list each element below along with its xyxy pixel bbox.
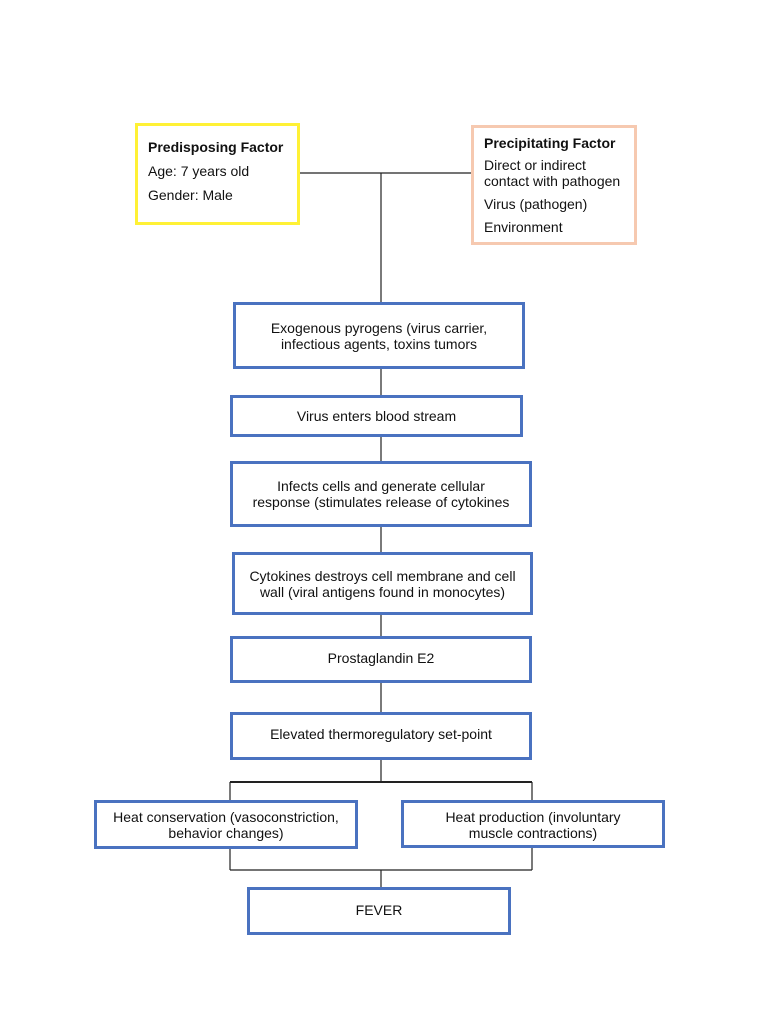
precipitating-factor-contact: Direct or indirect contact with pathogen — [484, 157, 621, 189]
fever-text: FEVER — [355, 902, 403, 918]
prostaglandin-text: Prostaglandin E2 — [327, 650, 435, 666]
precipitating-factor-box: Precipitating Factor Direct or indirect … — [471, 125, 637, 245]
elevated-setpoint-text: Elevated thermoregulatory set-point — [270, 726, 492, 742]
precipitating-factor-virus: Virus (pathogen) — [484, 196, 588, 212]
heat-conservation-text: Heat conservation (vasoconstriction, beh… — [113, 809, 339, 841]
infects-cells-box: Infects cells and generate cellular resp… — [230, 461, 532, 527]
predisposing-factor-gender: Gender: Male — [148, 187, 233, 203]
predisposing-factor-title: Predisposing Factor — [148, 139, 284, 155]
predisposing-factor-age: Age: 7 years old — [148, 163, 250, 179]
precipitating-factor-environment: Environment — [484, 219, 563, 235]
cytokines-text: Cytokines destroys cell membrane and cel… — [249, 567, 516, 600]
virus-enters-text: Virus enters blood stream — [296, 408, 457, 424]
heat-production-text: Heat production (involuntary muscle cont… — [445, 809, 621, 841]
predisposing-factor-box: Predisposing Factor Age: 7 years old Gen… — [135, 123, 300, 225]
elevated-setpoint-box: Elevated thermoregulatory set-point — [230, 712, 532, 760]
precipitating-factor-title: Precipitating Factor — [484, 135, 616, 151]
cytokines-box: Cytokines destroys cell membrane and cel… — [232, 552, 533, 615]
heat-production-box: Heat production (involuntary muscle cont… — [401, 800, 665, 848]
exogenous-pyrogens-text: Exogenous pyrogens (virus carrier, infec… — [270, 319, 488, 352]
prostaglandin-box: Prostaglandin E2 — [230, 636, 532, 683]
exogenous-pyrogens-box: Exogenous pyrogens (virus carrier, infec… — [233, 302, 525, 369]
infects-cells-text: Infects cells and generate cellular resp… — [252, 478, 510, 510]
virus-enters-box: Virus enters blood stream — [230, 395, 523, 437]
fever-box: FEVER — [247, 887, 511, 935]
heat-conservation-box: Heat conservation (vasoconstriction, beh… — [94, 800, 358, 849]
